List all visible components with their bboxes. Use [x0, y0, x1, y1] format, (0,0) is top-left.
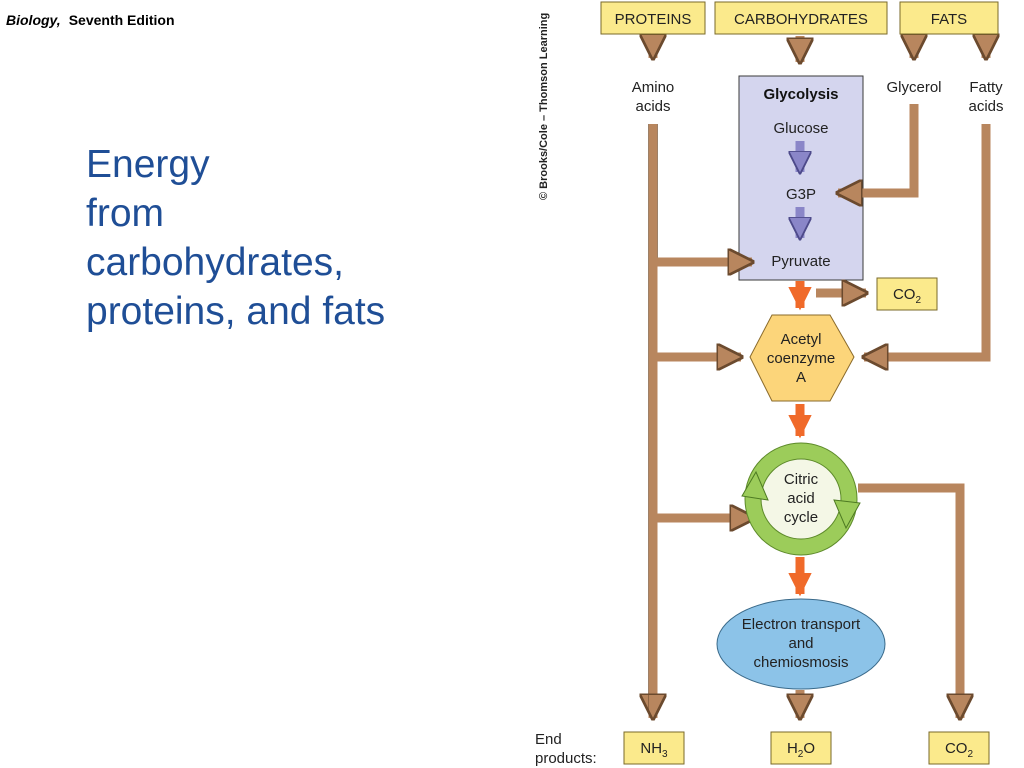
book-edition: Seventh Edition [68, 12, 175, 28]
title-line-2: from [86, 192, 164, 235]
source-proteins: PROTEINS [600, 1, 706, 35]
h2o-label: H2O [787, 740, 815, 760]
product-h2o: H2O [770, 731, 832, 765]
end-products-label-2: products: [535, 750, 597, 767]
arrow-citric-co2 [858, 483, 960, 718]
nh3-label: NH3 [640, 740, 668, 760]
carbohydrates-label: CARBOHYDRATES [734, 11, 868, 28]
glucose-label: Glucose [773, 120, 828, 137]
book-title: Biology, [6, 12, 61, 28]
citric-line-1: Citric [784, 471, 819, 488]
electron-line-1: Electron transport [742, 616, 861, 633]
acetyl-line-1: Acetyl [781, 331, 822, 348]
amino-label-2: acids [635, 98, 670, 115]
co2-bottom-label: CO2 [945, 740, 974, 760]
acetyl-line-3: A [796, 369, 806, 386]
glycolysis-title: Glycolysis [763, 86, 838, 103]
fatty-label-2: acids [968, 98, 1003, 115]
co2-top-box: CO2 [876, 277, 938, 311]
title-line-3: carbohydrates, [86, 241, 344, 284]
proteins-label: PROTEINS [615, 11, 692, 28]
co2-top-label: CO2 [893, 286, 922, 306]
source-fats: FATS [899, 1, 999, 35]
acetyl-line-2: coenzyme [767, 350, 835, 367]
citric-acid-cycle: Citric acid cycle [741, 442, 861, 556]
acetyl-coa-hexagon: Acetyl coenzyme A [749, 314, 855, 402]
slide-header: Biology, Seventh Edition [6, 12, 175, 28]
fatty-label-1: Fatty [969, 79, 1003, 96]
electron-line-3: chemiosmosis [753, 654, 848, 671]
slide-title: Energy from carbohydrates, proteins, and… [86, 140, 506, 336]
brown-connectors [653, 36, 986, 718]
electron-transport: Electron transport and chemiosmosis [716, 598, 886, 690]
product-nh3: NH3 [623, 731, 685, 765]
arrow-glycerol-g3p [838, 104, 919, 193]
arrow-fatty-acetyl [864, 124, 991, 357]
cycle-arrow-left-icon [741, 470, 769, 501]
citric-line-2: acid [787, 490, 815, 507]
electron-line-2: and [788, 635, 813, 652]
title-line-1: Energy [86, 143, 210, 186]
end-products-label-1: End [535, 731, 562, 748]
pyruvate-label: Pyruvate [771, 253, 830, 270]
fats-label: FATS [931, 11, 967, 28]
title-line-4: proteins, and fats [86, 290, 386, 333]
g3p-label: G3P [786, 186, 816, 203]
cycle-arrow-right-icon [833, 499, 861, 530]
brown-edges [648, 124, 658, 712]
source-carbohydrates: CARBOHYDRATES [714, 1, 888, 35]
citric-line-3: cycle [784, 509, 818, 526]
credit-text: © Brooks/Cole – Thomson Learning [538, 13, 550, 200]
glycolysis-panel [738, 75, 864, 281]
product-co2: CO2 [928, 731, 990, 765]
amino-label-1: Amino [632, 79, 675, 96]
glycerol-label: Glycerol [886, 79, 941, 96]
